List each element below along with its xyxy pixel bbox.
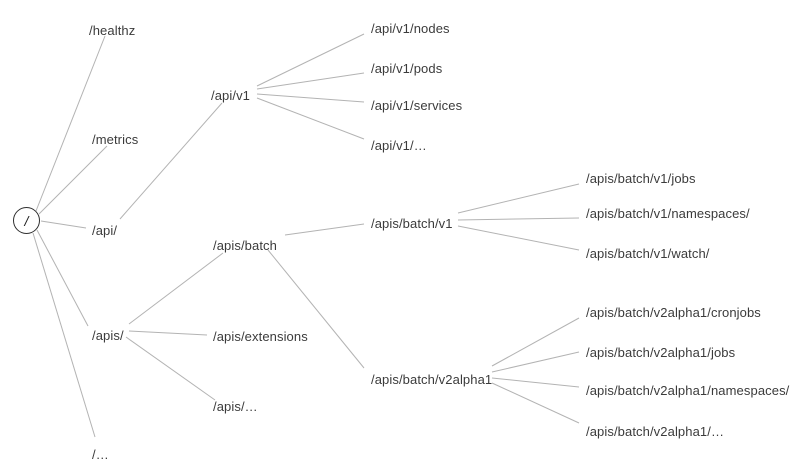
edge-root-to-metrics xyxy=(38,145,108,215)
edge-root-to-healthz xyxy=(35,35,106,212)
edge-apis-batch-to-batch-v2a1 xyxy=(267,249,365,369)
node-apis[interactable]: /apis/ xyxy=(92,328,124,343)
node-v2a1-cronjobs[interactable]: /apis/batch/v2alpha1/cronjobs xyxy=(586,305,761,320)
edge-api-v1-to-api-v1-nodes xyxy=(256,33,365,87)
node-v2a1-ns[interactable]: /apis/batch/v2alpha1/namespaces/ xyxy=(586,383,790,398)
edge-root-to-apis xyxy=(36,229,89,327)
edge-root-to-root-ellipsis xyxy=(32,232,96,438)
edge-batch-v2a1-to-v2a1-ns xyxy=(491,377,580,388)
edge-apis-to-apis-batch xyxy=(128,252,224,325)
edge-batch-v2a1-to-v2a1-cronjobs xyxy=(491,317,580,367)
node-batch-v1-ns[interactable]: /apis/batch/v1/namespaces/ xyxy=(586,206,750,221)
node-metrics[interactable]: /metrics xyxy=(92,132,139,147)
edge-apis-to-apis-extensions xyxy=(128,330,208,336)
node-root-ellipsis[interactable]: /… xyxy=(92,447,109,462)
node-root-label: / xyxy=(24,212,29,229)
node-api-v1-nodes[interactable]: /api/v1/nodes xyxy=(371,21,450,36)
node-batch-v1-jobs[interactable]: /apis/batch/v1/jobs xyxy=(586,171,696,186)
node-api-v1-services[interactable]: /api/v1/services xyxy=(371,98,463,113)
node-api[interactable]: /api/ xyxy=(92,223,118,238)
node-batch-v1[interactable]: /apis/batch/v1 xyxy=(371,216,453,231)
node-apis-extensions[interactable]: /apis/extensions xyxy=(213,329,308,344)
node-api-v1-pods[interactable]: /api/v1/pods xyxy=(371,61,443,76)
edge-root-to-api xyxy=(40,220,87,229)
node-api-v1-ellipsis[interactable]: /api/v1/… xyxy=(371,138,427,153)
node-apis-batch[interactable]: /apis/batch xyxy=(213,238,277,253)
edge-apis-batch-to-batch-v1 xyxy=(284,223,365,236)
edge-batch-v1-to-batch-v1-watch xyxy=(457,225,580,251)
node-healthz[interactable]: /healthz xyxy=(89,23,136,38)
node-apis-ellipsis[interactable]: /apis/… xyxy=(213,399,258,414)
edge-api-v1-to-api-v1-pods xyxy=(256,72,365,90)
node-v2a1-jobs[interactable]: /apis/batch/v2alpha1/jobs xyxy=(586,345,736,360)
edge-batch-v1-to-batch-v1-jobs xyxy=(457,183,580,214)
edge-api-to-api-v1 xyxy=(119,102,223,220)
node-batch-v1-watch[interactable]: /apis/batch/v1/watch/ xyxy=(586,246,710,261)
edge-batch-v2a1-to-v2a1-ellipsis xyxy=(491,382,580,424)
node-api-v1[interactable]: /api/v1 xyxy=(211,88,251,103)
node-v2a1-ellipsis[interactable]: /apis/batch/v2alpha1/… xyxy=(586,424,725,439)
node-root[interactable]: / xyxy=(13,207,40,234)
edge-batch-v2a1-to-v2a1-jobs xyxy=(491,351,580,373)
edge-batch-v1-to-batch-v1-ns xyxy=(457,217,580,221)
edge-api-v1-to-api-v1-ellipsis xyxy=(256,97,365,140)
edge-apis-to-apis-ellipsis xyxy=(125,336,216,401)
node-batch-v2a1[interactable]: /apis/batch/v2alpha1 xyxy=(371,372,493,387)
edge-api-v1-to-api-v1-services xyxy=(256,93,365,103)
